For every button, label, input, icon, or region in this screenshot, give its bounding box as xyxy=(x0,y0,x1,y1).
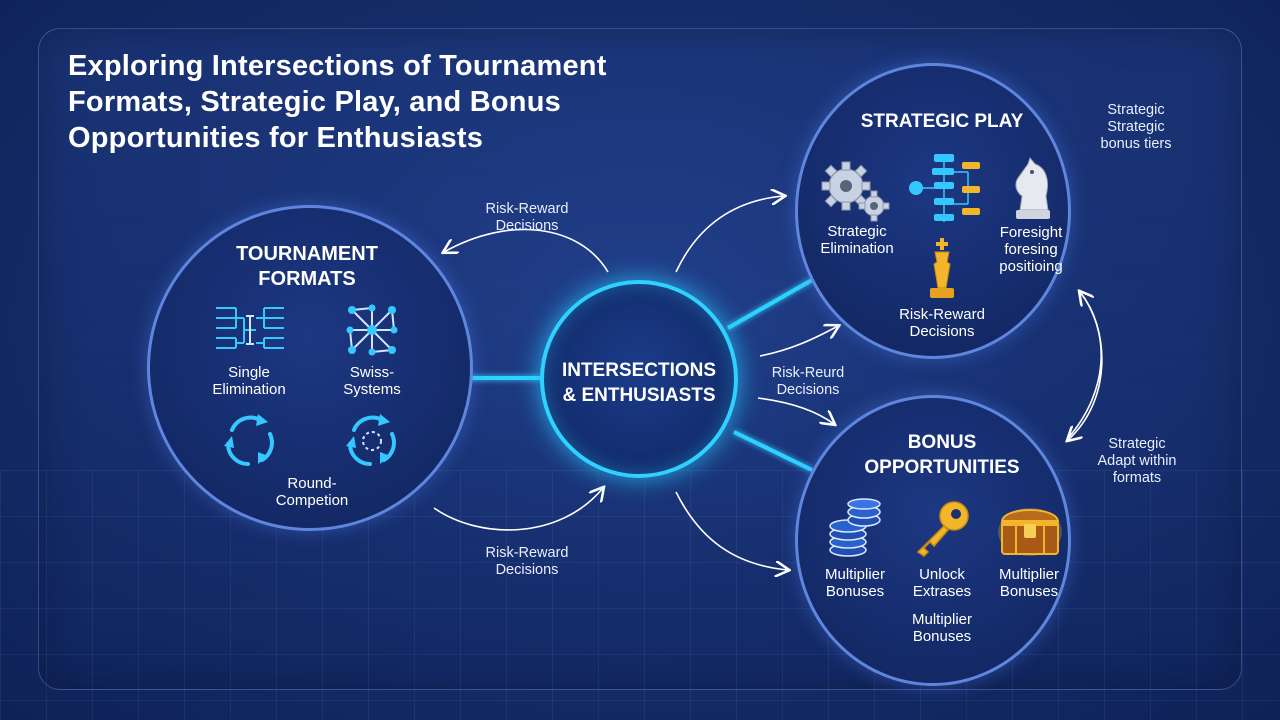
tournament-item-2: Round- Competion xyxy=(260,475,364,509)
bonus-item-2-line2: Bonuses xyxy=(999,583,1059,600)
tournament-item-1-line2: Systems xyxy=(343,381,401,398)
round-robin-icon xyxy=(346,414,396,466)
strategic-item-2: Risk-Reward Decisions xyxy=(888,306,996,340)
arrow-right-down xyxy=(1068,291,1103,440)
bracket-icon xyxy=(216,307,284,349)
arrow-mid-lower xyxy=(757,397,834,424)
strategic-item-0-line2: Elimination xyxy=(820,240,894,257)
arrow-mid-upper xyxy=(759,326,838,357)
bonus-item-3-line2: Bonuses xyxy=(912,628,972,645)
flow-label-bottom-left-line2: Decisions xyxy=(495,562,559,578)
flow-label-right-bottom-line2: Adapt within xyxy=(1097,453,1177,469)
flow-label-top-left: Risk-Reward Decisions xyxy=(468,201,586,235)
arrow-top-left xyxy=(444,228,609,273)
flow-label-right-top-line1: Strategic xyxy=(1107,102,1165,118)
page-title: Exploring Intersections of Tournament Fo… xyxy=(68,50,607,154)
strategic-item-1-line3: positioing xyxy=(999,258,1063,275)
flow-label-top-left-line2: Decisions xyxy=(495,218,559,234)
gears-icon xyxy=(821,161,890,222)
tournament-item-1: Swiss- Systems xyxy=(320,364,424,398)
glow-connectors xyxy=(468,278,813,472)
tournament-item-0-line1: Single xyxy=(228,364,270,381)
bonus-item-0-line1: Multiplier xyxy=(824,566,885,583)
connector-strategic xyxy=(727,278,813,330)
flowchart-icon xyxy=(909,154,980,222)
bonus-item-1-line2: Extrases xyxy=(912,583,972,600)
center-hub-circle xyxy=(540,280,738,478)
king-icon xyxy=(930,238,954,298)
center-label-line1: INTERSECTIONS xyxy=(561,360,717,381)
flow-label-right-top-line3: bonus tiers xyxy=(1100,136,1172,152)
tournament-item-0: Single Elimination xyxy=(196,364,302,398)
bonus-item-2-line1: Multiplier xyxy=(998,566,1059,583)
arrow-top-right xyxy=(675,196,784,273)
strategic-item-1: Foresight foresing positioing xyxy=(985,224,1077,275)
tournament-heading: TOURNAMENT FORMATS xyxy=(207,242,407,292)
strategic-item-1-line2: foresing xyxy=(1004,241,1058,258)
chips-icon xyxy=(829,498,881,557)
strategic-item-2-line1: Risk-Reward xyxy=(899,306,985,323)
bonus-item-1-line1: Unlock xyxy=(919,566,965,583)
bonus-item-3: Multiplier Bonuses xyxy=(892,611,992,645)
bonus-item-0-line2: Bonuses xyxy=(825,583,885,600)
bonus-item-3-line1: Multiplier xyxy=(911,611,972,628)
center-label-line2: & ENTHUSIASTS xyxy=(562,385,716,406)
flow-label-right-bottom: Strategic Adapt within formats xyxy=(1080,436,1194,487)
tournament-item-2-line2: Competion xyxy=(275,492,349,509)
flow-label-top-left-line1: Risk-Reward xyxy=(485,201,569,217)
flow-label-middle-right-line2: Decisions xyxy=(776,382,840,398)
bonus-item-2: Multiplier Bonuses xyxy=(980,566,1078,600)
bonus-item-0: Multiplier Bonuses xyxy=(808,566,902,600)
flow-label-right-bottom-line1: Strategic xyxy=(1108,436,1166,452)
bonus-item-1: Unlock Extrases xyxy=(896,566,988,600)
strategic-item-0-line1: Strategic xyxy=(827,223,887,240)
flow-label-bottom-left: Risk-Reward Decisions xyxy=(468,545,586,579)
flow-label-right-top-line2: Strategic xyxy=(1107,119,1165,135)
flow-arrows xyxy=(433,196,1103,570)
tournament-heading-line2: FORMATS xyxy=(258,268,356,290)
tournament-formats-circle xyxy=(147,205,473,531)
strategic-item-2-line2: Decisions xyxy=(909,323,975,340)
tournament-item-1-line1: Swiss- xyxy=(349,364,395,381)
key-icon xyxy=(916,501,969,557)
flow-label-right-bottom-line3: formats xyxy=(1112,470,1162,486)
knight-icon xyxy=(1015,156,1050,219)
bonus-heading-line2: OPPORTUNITIES xyxy=(864,457,1020,478)
cycle-icon xyxy=(224,414,274,466)
arrow-right-up xyxy=(1067,292,1102,439)
network-icon xyxy=(346,304,398,356)
tournament-heading-line1: TOURNAMENT xyxy=(236,243,378,265)
bonus-heading-line1: BONUS xyxy=(907,432,977,453)
flow-label-middle-right: Risk-Reurd Decisions xyxy=(758,365,858,399)
strategic-item-1-line1: Foresight xyxy=(999,224,1063,241)
flow-label-right-top: Strategic Strategic bonus tiers xyxy=(1086,102,1186,153)
strategic-item-0: Strategic Elimination xyxy=(805,223,909,257)
arrow-bottom-right xyxy=(675,491,788,570)
tournament-item-2-line1: Round- xyxy=(287,475,337,492)
arrow-bottom-left xyxy=(433,488,603,531)
flow-label-bottom-left-line1: Risk-Reward xyxy=(485,545,569,561)
tournament-item-0-line2: Elimination xyxy=(212,381,286,398)
treasure-chest-icon xyxy=(998,508,1062,556)
strategic-heading: STRATEGIC PLAY xyxy=(860,111,1024,132)
flow-label-middle-right-line1: Risk-Reurd xyxy=(771,365,845,381)
connector-bonus xyxy=(733,430,813,472)
bonus-heading: BONUS OPPORTUNITIES xyxy=(820,430,1064,480)
center-label: INTERSECTIONS & ENTHUSIASTS xyxy=(540,358,738,408)
